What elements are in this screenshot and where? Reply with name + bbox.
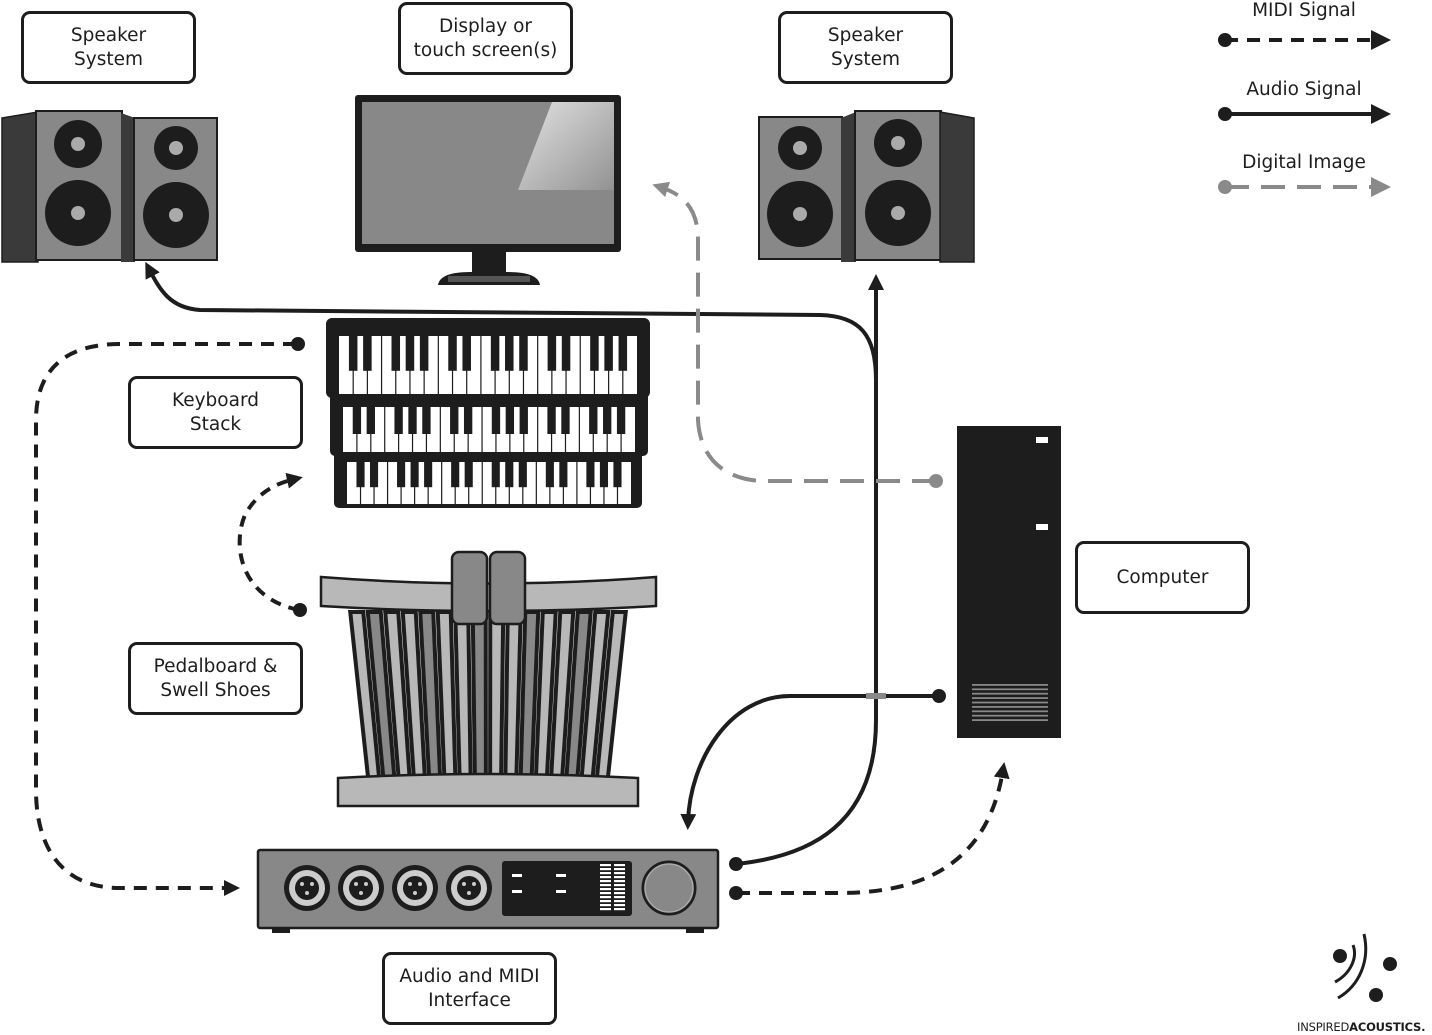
display-monitor-illustration	[355, 95, 621, 285]
midi-endpoint-keyboard	[291, 337, 305, 351]
keyboard-stack-label-line2: Stack	[189, 413, 242, 435]
midi-endpoint-interface	[729, 886, 743, 900]
legend-digital-text: Digital Image	[1242, 152, 1366, 173]
speaker-right-label: Speaker System	[778, 11, 953, 84]
interface-label-line1: Audio and MIDI	[399, 965, 540, 987]
audio-line-interface-to-right-speaker	[736, 274, 884, 866]
brand-wordmark: INSPIREDACOUSTICS.	[1297, 1020, 1426, 1034]
pedalboard-label-line2: Swell Shoes	[160, 679, 271, 701]
legend-audio-text: Audio Signal	[1246, 79, 1362, 100]
speaker-right-label-line1: Speaker	[827, 24, 904, 46]
computer-tower-illustration	[957, 426, 1061, 738]
speaker-left-label-line2: System	[74, 48, 143, 70]
midi-endpoint-pedalboard	[293, 603, 307, 617]
midi-line-keyboard-to-interface	[34, 342, 296, 896]
keyboard-stack-label-line1: Keyboard	[172, 389, 259, 411]
manual-lower	[347, 462, 631, 504]
interface-label-line2: Interface	[428, 989, 511, 1011]
speaker-right-label-line2: System	[831, 48, 900, 70]
legend	[1218, 30, 1391, 197]
speaker-right-illustration	[758, 110, 975, 263]
keyboard-stack-illustration	[326, 318, 650, 508]
line-crossing-gap	[866, 693, 886, 699]
pedalboard-illustration	[319, 550, 658, 808]
pedalboard-label-line1: Pedalboard &	[153, 655, 278, 677]
legend-midi-text: MIDI Signal	[1252, 0, 1356, 21]
audio-endpoint-interface	[729, 857, 743, 871]
computer-label: Computer	[1075, 541, 1250, 614]
manual-upper	[339, 336, 637, 394]
speaker-left-illustration	[1, 110, 218, 263]
keyboard-stack-label: Keyboard Stack	[128, 376, 303, 449]
midi-line-pedalboard-to-keyboard	[237, 472, 303, 612]
display-label: Display or touch screen(s)	[398, 2, 573, 75]
swell-shoe-left	[450, 550, 489, 626]
brand-wordmark-part1: INSPIRED	[1297, 1020, 1350, 1034]
display-label-line1: Display or	[439, 15, 532, 37]
audio-endpoint-computer	[932, 689, 946, 703]
inspired-acoustics-logo-icon	[1333, 933, 1397, 1002]
midi-line-interface-to-computer	[737, 762, 1010, 895]
audio-line-computer-to-interface	[680, 694, 939, 830]
pedalboard-label: Pedalboard & Swell Shoes	[128, 642, 303, 715]
computer-label-line1: Computer	[1116, 566, 1209, 588]
speaker-left-label: Speaker System	[21, 11, 196, 84]
speaker-left-label-line1: Speaker	[70, 24, 147, 46]
audio-midi-interface-illustration	[256, 848, 720, 933]
digital-line-computer-to-display	[652, 181, 936, 483]
digital-endpoint-computer	[929, 474, 943, 488]
brand-wordmark-part2: ACOUSTICS.	[1349, 1020, 1426, 1034]
audio-line-interface-to-left-speaker	[145, 261, 878, 381]
display-label-line2: touch screen(s)	[413, 39, 558, 61]
interface-label: Audio and MIDI Interface	[382, 952, 557, 1025]
swell-shoe-right	[488, 550, 527, 626]
manual-middle	[343, 407, 635, 452]
